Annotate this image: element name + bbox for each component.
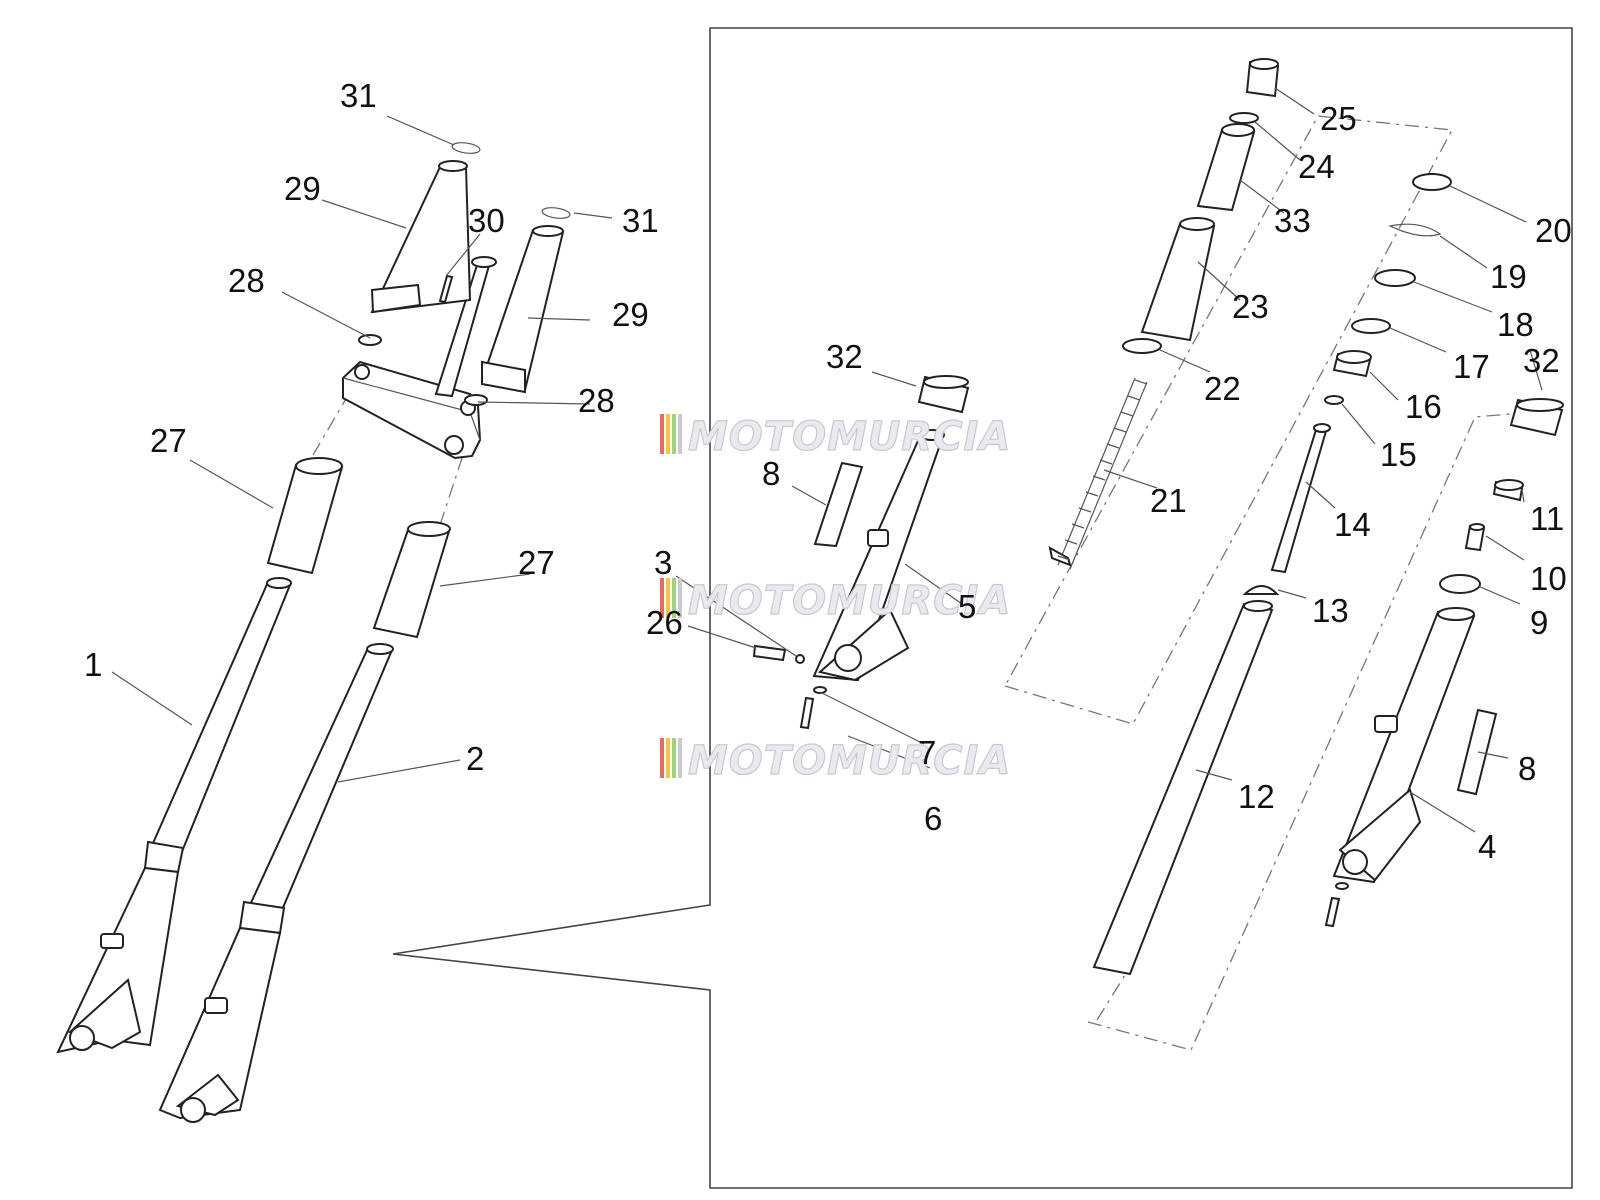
label-31-a: 31 [340, 77, 377, 114]
outer-tube-4 [1332, 607, 1476, 884]
label-31-b: 31 [622, 202, 659, 239]
ring-15 [1324, 395, 1344, 405]
label-27-b: 27 [518, 544, 555, 581]
clip-19 [1388, 223, 1442, 237]
label-9: 9 [1530, 604, 1548, 641]
fork-leg-right [158, 643, 394, 1123]
seal-18 [1374, 269, 1416, 287]
label-15: 15 [1380, 436, 1417, 473]
label-18: 18 [1497, 306, 1534, 343]
label-20: 20 [1535, 212, 1572, 249]
watermark-top: MOTOMURCIA [660, 413, 1011, 461]
label-26: 26 [646, 604, 683, 641]
outer-tube-detail [812, 429, 945, 682]
label-17: 17 [1453, 348, 1490, 385]
sleeve-left [266, 457, 344, 575]
inner-tube-12 [1092, 600, 1274, 976]
washer-22 [1122, 338, 1162, 354]
label-2: 2 [466, 740, 484, 777]
label-13: 13 [1312, 592, 1349, 629]
label-28-a: 28 [228, 262, 265, 299]
bump-13 [1242, 585, 1280, 595]
spring-21 [1048, 377, 1148, 570]
guard-plate-left [813, 461, 864, 548]
cartridge-group-outline [1004, 115, 1454, 725]
svg-text:MOTOMURCIA: MOTOMURCIA [688, 578, 1011, 624]
label-27-a: 27 [150, 422, 187, 459]
bottom-screw-right [1324, 882, 1349, 928]
clamp-ring-left [358, 334, 382, 346]
detail-callout-frame [392, 27, 1573, 1189]
bushing-32-right [1509, 398, 1564, 437]
bushing-32-left [917, 375, 970, 414]
clamp-ring-right [464, 394, 488, 406]
left-fork-axis [312, 391, 351, 456]
watermark-middle: MOTOMURCIA [660, 577, 1011, 625]
seal-20 [1412, 173, 1452, 191]
inner-tube-group-outline [1087, 412, 1523, 1051]
guard-plate-right [1456, 708, 1498, 796]
label-28-b: 28 [578, 382, 615, 419]
label-32-a: 32 [826, 338, 863, 375]
label-8-b: 8 [1518, 750, 1536, 787]
svg-text:MOTOMURCIA: MOTOMURCIA [688, 414, 1011, 460]
label-29-a: 29 [284, 170, 321, 207]
spacer-23 [1140, 217, 1216, 342]
label-7: 7 [918, 734, 936, 771]
fork-leg-left [56, 577, 292, 1054]
detail-tube-axis [1096, 974, 1126, 1021]
screw-26 [752, 644, 805, 664]
label-33: 33 [1274, 202, 1311, 239]
screw-7 [799, 686, 827, 730]
rod-14 [1270, 423, 1331, 574]
label-12: 12 [1238, 778, 1275, 815]
adjuster-11 [1492, 479, 1524, 502]
leader-lines [111, 87, 1543, 833]
label-21: 21 [1150, 482, 1187, 519]
label-5: 5 [958, 588, 976, 625]
label-30: 30 [468, 202, 505, 239]
label-23: 23 [1232, 288, 1269, 325]
label-19: 19 [1490, 258, 1527, 295]
label-16: 16 [1405, 388, 1442, 425]
fork-cover-left [370, 160, 472, 314]
top-clamp [342, 256, 497, 460]
svg-text:MOTOMURCIA: MOTOMURCIA [688, 738, 1011, 784]
cap-25 [1245, 58, 1280, 98]
label-22: 22 [1204, 370, 1241, 407]
label-29-b: 29 [612, 296, 649, 333]
label-32-b: 32 [1523, 342, 1560, 379]
o-ring-24 [1229, 112, 1259, 124]
label-25: 25 [1320, 100, 1357, 137]
label-14: 14 [1334, 506, 1371, 543]
o-ring-left [451, 142, 481, 154]
cover-screw [438, 274, 454, 304]
label-4: 4 [1478, 828, 1496, 865]
sleeve-right [372, 521, 451, 639]
label-10: 10 [1530, 560, 1567, 597]
bushing-16 [1332, 350, 1372, 378]
label-1: 1 [84, 646, 102, 683]
label-11: 11 [1530, 500, 1564, 537]
pin-10 [1464, 523, 1486, 552]
watermark-bottom: MOTOMURCIA [660, 737, 1011, 785]
plate-9 [1439, 574, 1481, 594]
label-8-a: 8 [762, 455, 780, 492]
spacer-33 [1196, 123, 1256, 212]
fork-cover-right [480, 225, 565, 394]
label-24: 24 [1298, 148, 1335, 185]
label-6: 6 [924, 800, 942, 837]
o-ring-right [541, 207, 571, 219]
label-3: 3 [654, 544, 672, 581]
washer-17 [1351, 318, 1391, 334]
